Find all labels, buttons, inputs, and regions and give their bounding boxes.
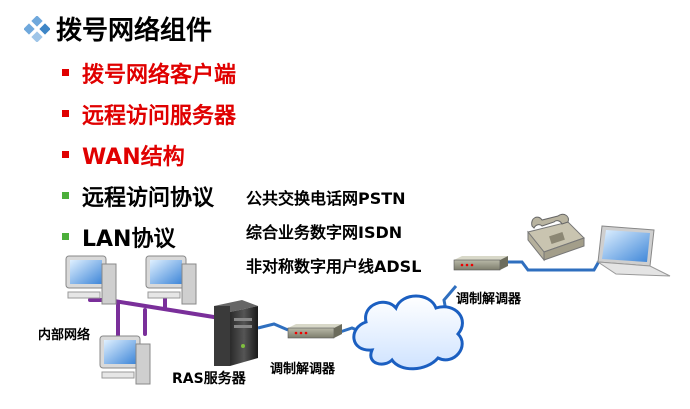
square-bullet-icon bbox=[62, 110, 69, 117]
component-item: LAN协议 bbox=[62, 216, 236, 257]
slide-title-text: 拨号网络组件 bbox=[56, 16, 213, 46]
wan-type-list: 公共交换电话网PSTN 综合业务数字网ISDN 非对称数字用户线ADSL bbox=[246, 186, 421, 288]
cloud-icon bbox=[352, 294, 464, 371]
component-label: 拨号网络客户端 bbox=[82, 62, 237, 88]
desktop-computer-icon bbox=[65, 255, 117, 305]
modem-left-label: 调制解调器 bbox=[270, 362, 336, 377]
component-label: 远程访问协议 bbox=[82, 185, 215, 211]
wan-type-isdn: 综合业务数字网ISDN bbox=[246, 223, 403, 242]
square-bullet-icon bbox=[62, 192, 69, 199]
internal-network-label: 内部网络 bbox=[38, 328, 91, 343]
modem-icon bbox=[453, 256, 508, 271]
wan-type-pstn: 公共交换电话网PSTN bbox=[246, 189, 406, 208]
ras-server-label: RAS服务器 bbox=[172, 371, 246, 387]
square-bullet-icon bbox=[62, 233, 69, 240]
component-list: 拨号网络客户端 远程访问服务器 WAN结构 远程访问协议 LAN协议 bbox=[62, 52, 236, 257]
component-label: 远程访问服务器 bbox=[82, 103, 237, 129]
square-bullet-icon bbox=[62, 69, 69, 76]
component-item: 远程访问协议 bbox=[62, 175, 236, 216]
component-label: LAN协议 bbox=[82, 226, 176, 252]
component-item: 拨号网络客户端 bbox=[62, 52, 236, 93]
component-item: 远程访问服务器 bbox=[62, 93, 236, 134]
slide-title: 拨号网络组件 bbox=[24, 10, 212, 47]
square-bullet-icon bbox=[62, 151, 69, 158]
desktop-computer-icon bbox=[145, 255, 197, 305]
component-label: WAN结构 bbox=[82, 144, 185, 170]
diamond-bullet-icon bbox=[24, 15, 50, 42]
laptop-icon bbox=[596, 225, 671, 277]
phone-lines bbox=[257, 255, 604, 335]
server-tower-icon bbox=[214, 300, 258, 366]
component-item: WAN结构 bbox=[62, 134, 236, 175]
desktop-computer-icon bbox=[99, 335, 151, 385]
telephone-icon bbox=[527, 213, 585, 262]
modem-right-label: 调制解调器 bbox=[456, 292, 522, 307]
wan-type-adsl: 非对称数字用户线ADSL bbox=[246, 257, 422, 276]
modem-icon bbox=[287, 324, 342, 339]
